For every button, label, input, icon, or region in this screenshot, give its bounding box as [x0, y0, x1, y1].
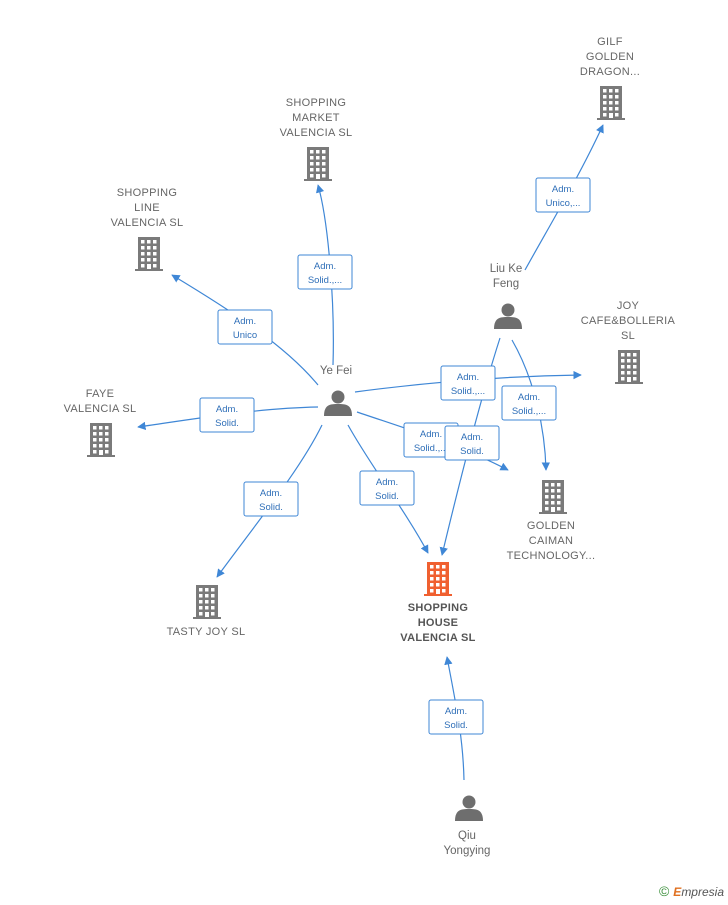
company-label-joy-line-2: CAFE&BOLLERIA: [581, 315, 676, 327]
building-icon: [539, 480, 567, 514]
badge-box: [501, 385, 557, 421]
badge-text-b-liu-gilf-line-1: Adm.: [552, 184, 574, 195]
building-icon: [193, 585, 221, 619]
badge-text-b-qiu-house-line-1: Adm.: [445, 706, 467, 717]
role-badge-ye-market[interactable]: Adm. Solid.,...: [297, 254, 353, 290]
edges: [137, 124, 604, 781]
person-node-liu[interactable]: Liu Ke Feng: [490, 263, 523, 329]
badge-text-b-liu-golden-line-1: Adm.: [518, 392, 540, 403]
badge-text-b-ye-line-line-1: Adm.: [234, 316, 256, 327]
badge-box: [428, 699, 484, 735]
person-icon: [324, 390, 352, 416]
company-node-line[interactable]: SHOPPING LINE VALENCIA SL: [111, 187, 184, 271]
building-icon: [615, 350, 643, 384]
badge-text-b-liu-golden-line-2: Solid.,...: [512, 406, 546, 417]
copyright-icon: ©: [658, 883, 670, 899]
company-label-gilf-line-3: DRAGON...: [580, 66, 640, 78]
badge-text-b-liu-house-line-2: Solid.: [460, 446, 484, 457]
company-label-gilf-line-2: GOLDEN: [586, 51, 634, 63]
building-icon: [304, 147, 332, 181]
badge-text-b-liu-house-line-1: Adm.: [461, 432, 483, 443]
person-icon: [494, 303, 522, 329]
badge-text-b-ye-house-line-1: Adm.: [376, 477, 398, 488]
person-label-liu-line-1: Liu Ke: [490, 263, 523, 275]
badge-text-b-ye-joy-line-1: Adm.: [457, 372, 479, 383]
badge-text-b-qiu-house-line-2: Solid.: [444, 720, 468, 731]
company-label-market-line-2: MARKET: [292, 112, 340, 124]
person-label-liu-line-2: Feng: [493, 278, 519, 290]
role-badge-qiu-house[interactable]: Adm. Solid.: [428, 699, 484, 735]
badge-box: [199, 397, 255, 433]
company-label-market-line-1: SHOPPING: [286, 97, 346, 109]
company-label-market-line-3: VALENCIA SL: [280, 127, 353, 139]
role-badge-liu-gilf[interactable]: Adm. Unico,...: [535, 177, 591, 213]
company-label-line-line-1: SHOPPING: [117, 187, 177, 199]
badge-text-b-ye-tasty-line-1: Adm.: [260, 488, 282, 499]
company-node-house[interactable]: SHOPPING HOUSE VALENCIA SL: [400, 562, 475, 644]
company-node-market[interactable]: SHOPPING MARKET VALENCIA SL: [280, 97, 353, 181]
badge-text-b-ye-joy-line-2: Solid.,...: [451, 386, 485, 397]
badge-text-b-ye-faye-line-2: Solid.: [215, 418, 239, 429]
badge-text-b-ye-golden-line-2: Solid.,...: [414, 443, 448, 454]
company-label-golden-line-3: TECHNOLOGY...: [507, 550, 596, 562]
company-node-faye[interactable]: FAYE VALENCIA SL: [64, 388, 137, 457]
badge-text-b-ye-market-line-1: Adm.: [314, 261, 336, 272]
company-label-line-line-2: LINE: [134, 202, 160, 214]
role-badge-liu-golden[interactable]: Adm. Solid.,...: [501, 385, 557, 421]
person-label-yefei-line-1: Ye Fei: [320, 365, 352, 377]
role-badges: Adm.Unico,...Adm.Solid.,...Adm.UnicoAdm.…: [199, 177, 591, 735]
role-badge-ye-faye[interactable]: Adm. Solid.: [199, 397, 255, 433]
company-node-tasty[interactable]: TASTY JOY SL: [167, 585, 246, 638]
badge-text-b-ye-house-line-2: Solid.: [375, 491, 399, 502]
badge-box: [243, 481, 299, 517]
company-node-golden[interactable]: GOLDEN CAIMAN TECHNOLOGY...: [507, 480, 596, 562]
badge-box: [535, 177, 591, 213]
company-label-faye-line-2: VALENCIA SL: [64, 403, 137, 415]
footer-brand[interactable]: ©Empresia: [659, 883, 724, 899]
badge-box: [444, 425, 500, 461]
building-icon: [135, 237, 163, 271]
badge-text-b-liu-gilf-line-2: Unico,...: [546, 198, 581, 209]
building-icon: [424, 562, 452, 596]
role-badge-ye-house[interactable]: Adm. Solid.: [359, 470, 415, 506]
badge-box: [217, 309, 273, 345]
company-label-gilf-line-1: GILF: [597, 36, 623, 48]
role-badge-ye-joy[interactable]: Adm. Solid.,...: [440, 365, 496, 401]
company-label-house-line-3: VALENCIA SL: [400, 632, 475, 644]
company-label-golden-line-2: CAIMAN: [529, 535, 574, 547]
role-badge-ye-tasty[interactable]: Adm. Solid.: [243, 481, 299, 517]
company-label-tasty-line-1: TASTY JOY SL: [167, 626, 246, 638]
badge-box: [359, 470, 415, 506]
company-node-joy[interactable]: JOY CAFE&BOLLERIA SL: [581, 300, 676, 384]
person-icon: [455, 795, 483, 821]
person-label-qiu-line-1: Qiu: [458, 830, 476, 842]
company-label-joy-line-3: SL: [621, 330, 635, 342]
company-label-golden-line-1: GOLDEN: [527, 520, 575, 532]
company-node-gilf[interactable]: GILF GOLDEN DRAGON...: [580, 36, 640, 120]
badge-box: [440, 365, 496, 401]
badge-text-b-ye-golden-line-1: Adm.: [420, 429, 442, 440]
company-label-faye-line-1: FAYE: [86, 388, 115, 400]
role-badge-liu-house[interactable]: Adm. Solid.: [444, 425, 500, 461]
companies: GILF GOLDEN DRAGON... SHOPPING MARKET VALENCI…: [64, 36, 676, 644]
brand-first-letter: E: [673, 885, 682, 899]
brand-name: mpresia: [681, 885, 724, 899]
role-badge-ye-line[interactable]: Adm. Unico: [217, 309, 273, 345]
badge-text-b-ye-market-line-2: Solid.,...: [308, 275, 342, 286]
building-icon: [597, 86, 625, 120]
badge-text-b-ye-faye-line-1: Adm.: [216, 404, 238, 415]
badge-box: [297, 254, 353, 290]
building-icon: [87, 423, 115, 457]
badge-text-b-ye-line-line-2: Unico: [233, 330, 257, 341]
company-label-house-line-1: SHOPPING: [408, 602, 468, 614]
company-label-line-line-3: VALENCIA SL: [111, 217, 184, 229]
person-node-yefei[interactable]: Ye Fei: [320, 365, 352, 416]
company-label-house-line-2: HOUSE: [418, 617, 459, 629]
badge-text-b-ye-tasty-line-2: Solid.: [259, 502, 283, 513]
company-label-joy-line-1: JOY: [617, 300, 640, 312]
person-label-qiu-line-2: Yongying: [444, 845, 491, 857]
